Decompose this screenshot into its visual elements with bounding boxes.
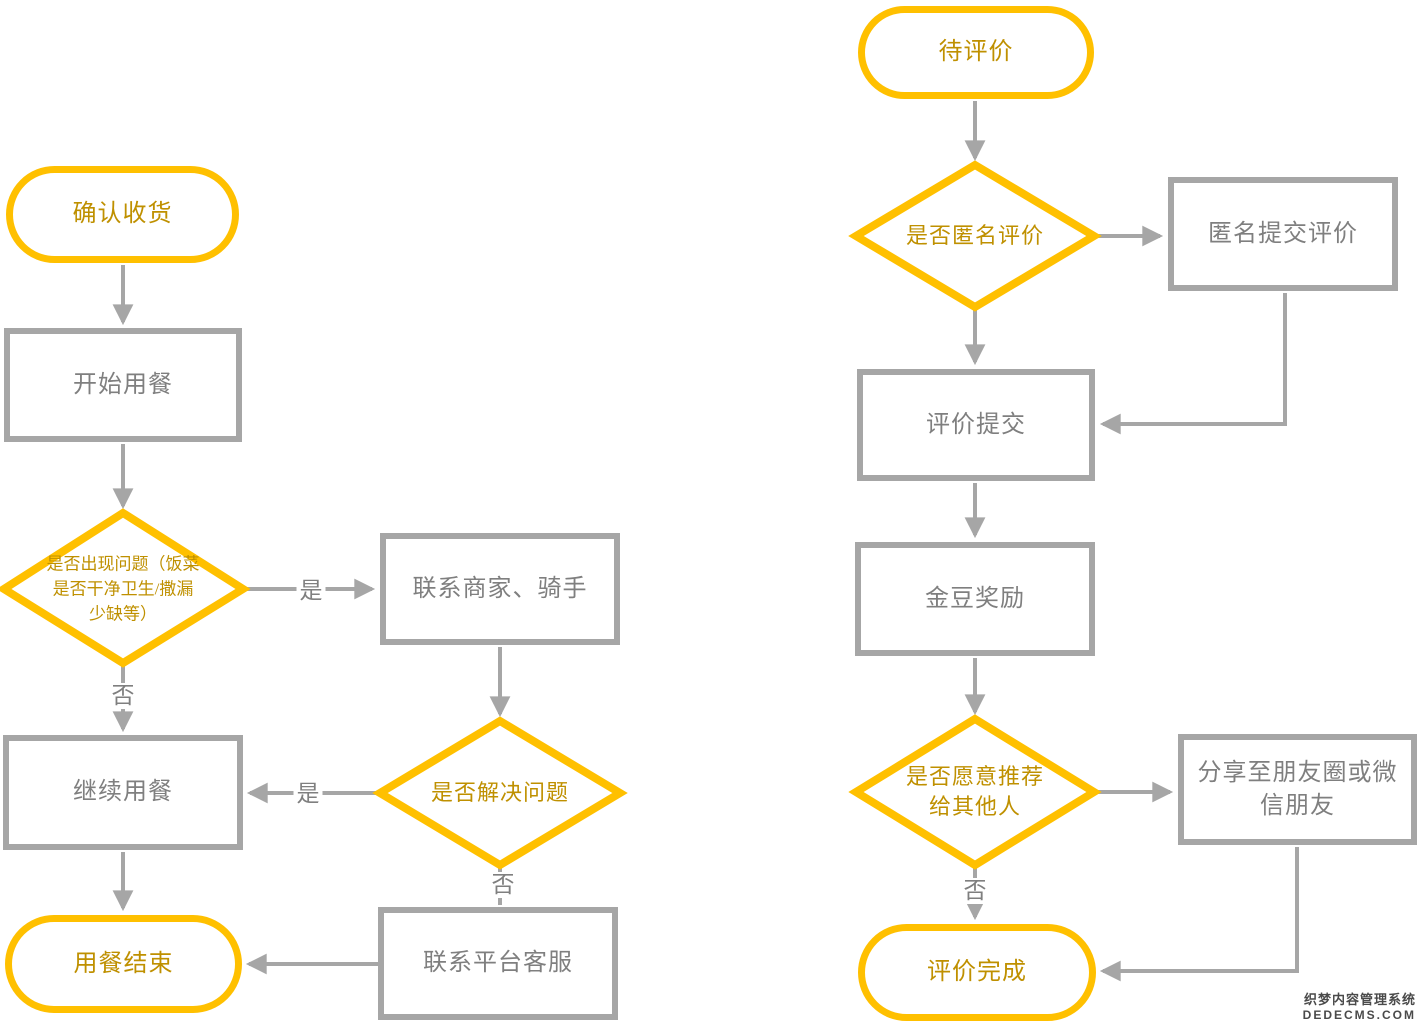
process-contact-merchant-label: 联系商家、骑手 — [412, 575, 588, 602]
decision-recommend-line1: 是否愿意推荐 — [905, 764, 1045, 789]
process-share-wechat-line1: 分享至朋友圈或微 — [1197, 759, 1398, 786]
decision-recommend-shape — [848, 714, 1102, 870]
decision-problem-label: 是否出现问题（饭菜 是否干净卫生/撒漏 少缺等） — [47, 552, 200, 627]
terminal-confirm-receipt: 确认收货 — [6, 166, 239, 263]
terminal-end-meal-label: 用餐结束 — [73, 950, 174, 977]
edge-label-problem-no: 否 — [108, 683, 138, 709]
edge-label-recommend-no: 否 — [960, 878, 990, 904]
terminal-pending-review-label: 待评价 — [938, 39, 1014, 65]
process-bean-reward: 金豆奖励 — [855, 542, 1095, 656]
decision-recommend-line2: 给其他人 — [928, 794, 1022, 819]
edge-label-solve-yes: 是 — [293, 781, 323, 807]
decision-solve-shape — [372, 716, 628, 870]
decision-recommend-label: 是否愿意推荐 给其他人 — [906, 762, 1044, 822]
process-share-wechat-line2: 信朋友 — [1260, 792, 1335, 819]
process-anonymous-submit-label: 匿名提交评价 — [1208, 220, 1358, 247]
process-submit-review: 评价提交 — [857, 369, 1095, 481]
decision-solve-text: 是否解决问题 — [430, 780, 570, 805]
process-start-meal: 开始用餐 — [4, 328, 242, 442]
process-anonymous-submit: 匿名提交评价 — [1168, 177, 1398, 291]
terminal-review-done: 评价完成 — [858, 924, 1096, 1021]
decision-solve-label: 是否解决问题 — [431, 778, 569, 808]
decision-problem-line2: 是否干净卫生/撒漏 — [52, 579, 194, 599]
terminal-pending-review: 待评价 — [858, 6, 1094, 99]
decision-problem-line1: 是否出现问题（饭菜 — [46, 554, 200, 574]
decision-anonymous-label: 是否匿名评价 — [906, 221, 1044, 251]
edge-label-solve-no: 否 — [488, 872, 518, 898]
terminal-review-done-label: 评价完成 — [927, 959, 1027, 985]
process-start-meal-label: 开始用餐 — [73, 371, 173, 398]
watermark-domain: DEDECMS.COM — [1302, 1008, 1416, 1022]
process-share-wechat: 分享至朋友圈或微 信朋友 — [1178, 734, 1417, 845]
terminal-end-meal: 用餐结束 — [5, 915, 242, 1013]
process-contact-support: 联系平台客服 — [378, 907, 618, 1020]
process-submit-review-label: 评价提交 — [926, 411, 1026, 438]
watermark-chinese: 织梦内容管理系统 — [1303, 992, 1416, 1007]
decision-anonymous-shape — [848, 160, 1102, 312]
terminal-confirm-receipt-label: 确认收货 — [72, 201, 173, 227]
decision-problem-line3: 少缺等） — [89, 604, 157, 624]
process-continue-meal: 继续用餐 — [3, 735, 243, 850]
edge-anon-submit-to-submit — [1099, 293, 1287, 435]
process-contact-merchant: 联系商家、骑手 — [380, 533, 620, 645]
edge-share-to-done — [1099, 847, 1299, 982]
process-continue-meal-label: 继续用餐 — [73, 779, 173, 805]
process-contact-support-label: 联系平台客服 — [423, 950, 573, 976]
process-bean-reward-label: 金豆奖励 — [925, 585, 1025, 612]
edge-label-problem-yes: 是 — [296, 578, 326, 604]
decision-anonymous-text: 是否匿名评价 — [905, 223, 1045, 248]
dedecms-watermark: 织梦内容管理系统 DEDECMS.COM — [1303, 989, 1416, 1022]
decision-problem-shape — [0, 508, 251, 668]
